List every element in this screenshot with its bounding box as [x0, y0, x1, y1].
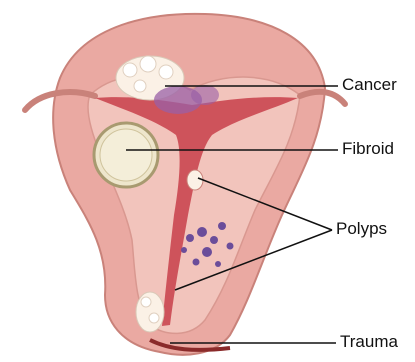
- trauma-label: Trauma: [340, 333, 398, 350]
- polyps-label: Polyps: [336, 220, 387, 237]
- cancer-label: Cancer: [342, 76, 397, 93]
- fibroid-label: Fibroid: [342, 140, 394, 157]
- fibroid-mass: [94, 123, 158, 187]
